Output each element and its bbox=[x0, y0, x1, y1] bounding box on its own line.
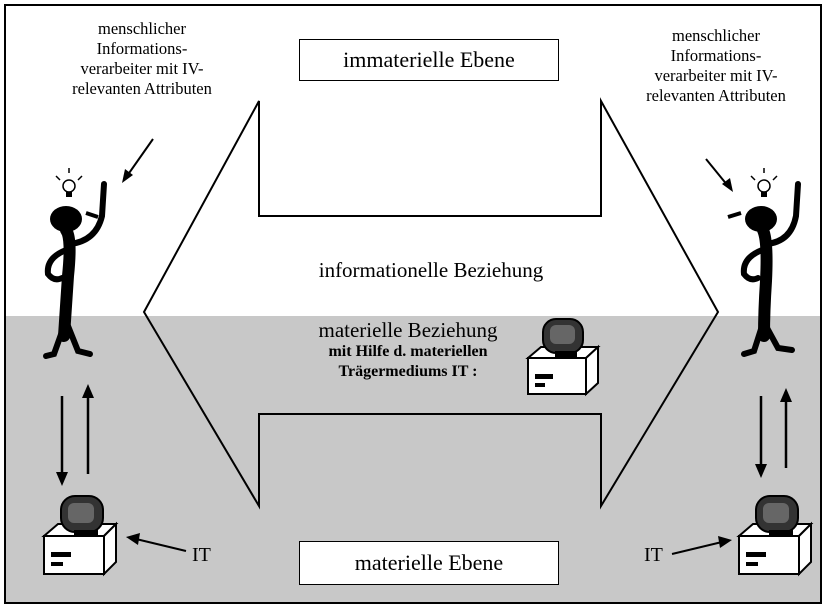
it-arrow-right bbox=[671, 536, 732, 555]
pointer-arrow-left bbox=[122, 138, 154, 183]
informational-relation-label: informationelle Beziehung bbox=[318, 258, 544, 282]
computer-middle-icon bbox=[525, 318, 601, 397]
material-relation-line2: Trägermediums IT : bbox=[338, 363, 478, 380]
computer-right-icon bbox=[736, 495, 814, 577]
processor-right-description: menschlicher Informations- verarbeiter m… bbox=[646, 26, 786, 105]
it-label-right: IT bbox=[644, 544, 663, 566]
computer-left-icon bbox=[41, 495, 119, 577]
top-level-box: immaterielle Ebene bbox=[299, 39, 559, 81]
person-right-icon bbox=[727, 168, 801, 357]
bottom-level-box: materielle Ebene bbox=[299, 541, 559, 585]
diagram-artwork bbox=[41, 97, 814, 577]
diagram-frame: immaterielle Ebene materielle Ebene info… bbox=[4, 4, 822, 604]
top-level-label: immaterielle Ebene bbox=[343, 47, 515, 72]
informational-relation-arrow bbox=[142, 97, 720, 510]
exchange-arrows-left bbox=[56, 384, 94, 486]
it-label-left: IT bbox=[192, 544, 211, 566]
person-left-icon bbox=[43, 168, 107, 359]
it-arrow-left bbox=[126, 533, 187, 552]
bottom-level-label: materielle Ebene bbox=[354, 550, 504, 575]
pointer-arrow-right bbox=[705, 158, 733, 192]
material-relation-text: materielle Beziehung mit Hilfe d. materi… bbox=[288, 318, 528, 382]
processor-left-description: menschlicher Informations- verarbeiter m… bbox=[72, 19, 212, 98]
exchange-arrows-right bbox=[755, 388, 792, 478]
material-relation-title: materielle Beziehung bbox=[318, 318, 498, 342]
material-relation-line1: mit Hilfe d. materiellen bbox=[328, 343, 488, 360]
